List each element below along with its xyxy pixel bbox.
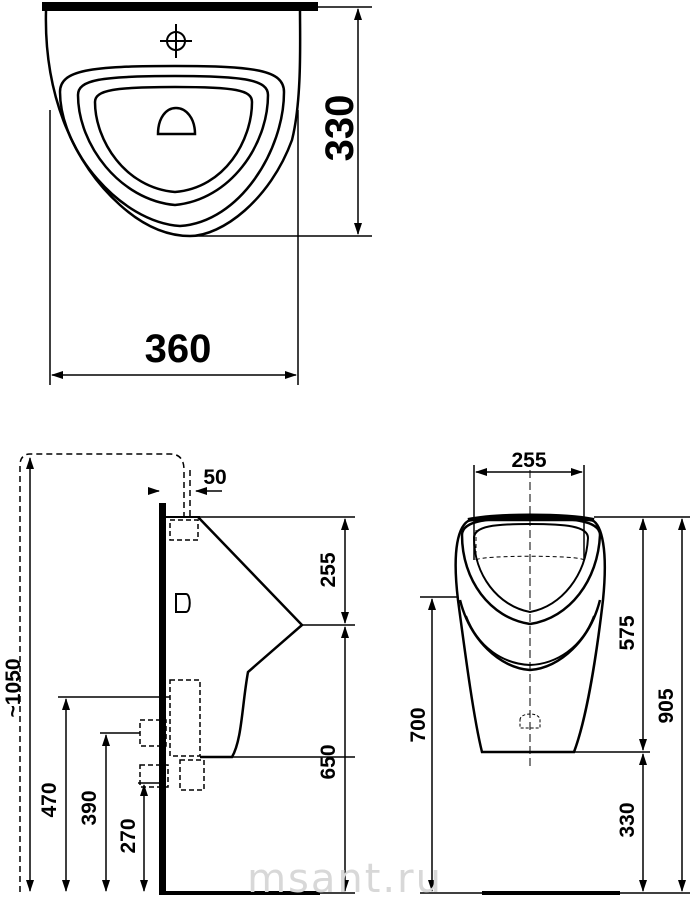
top-wall-edge [42, 2, 318, 11]
side-urinal-profile [197, 516, 304, 759]
side-offset-label: 50 [203, 466, 226, 489]
side-view [19, 453, 355, 895]
side-lower-label: 650 [317, 744, 340, 779]
front-view [420, 465, 690, 895]
top-rim-outer [58, 64, 286, 228]
front-mount-label: 700 [407, 707, 430, 742]
watermark-text: msant.ru [247, 856, 443, 900]
front-inner-width-label: 255 [511, 449, 546, 472]
side-270-label: 270 [117, 818, 140, 853]
side-drain-icon [175, 593, 191, 613]
front-rim [460, 516, 602, 626]
top-inlet-crosshair-icon [160, 24, 192, 58]
top-drain-icon [156, 106, 197, 136]
side-total-label: ~1050 [2, 659, 25, 718]
side-wall [159, 503, 166, 895]
side-flush-pipe-dashed [19, 453, 185, 892]
side-470-label: 470 [38, 782, 61, 817]
side-upper-label: 255 [317, 552, 340, 587]
front-total-label: 905 [655, 688, 678, 723]
top-depth-label: 330 [318, 95, 362, 162]
top-bowl-outline [44, 10, 302, 238]
side-390-label: 390 [78, 790, 101, 825]
top-width-label: 360 [145, 327, 212, 371]
front-base-label: 330 [616, 802, 639, 837]
top-view [42, 2, 372, 385]
top-bowl-inner [93, 85, 254, 194]
top-rim-inner [76, 74, 270, 207]
front-upper-label: 575 [616, 615, 639, 650]
